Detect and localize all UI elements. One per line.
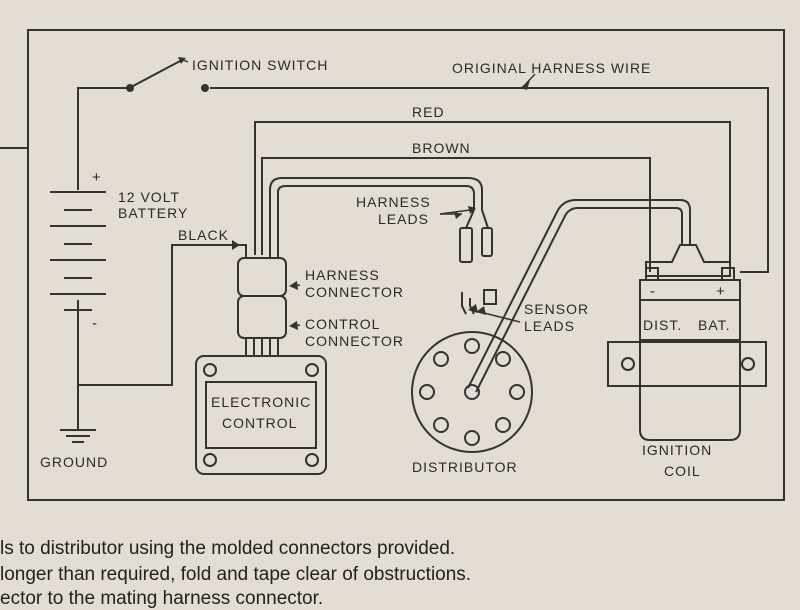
coil-wire-inner: [475, 207, 683, 393]
ignition-switch-label: IGNITION SWITCH: [192, 57, 328, 73]
leader-line: [182, 59, 189, 63]
brown-wire-label: BROWN: [412, 140, 471, 156]
red-wire-label: RED: [412, 104, 445, 120]
battery-label-line2: BATTERY: [118, 205, 188, 221]
caption-line-2: longer than required, fold and tape clea…: [0, 564, 472, 585]
battery-positive-wire: [77, 87, 128, 190]
original-harness-wire: [210, 87, 769, 273]
harness-lead-2: [481, 209, 489, 229]
arrow-icon: [178, 57, 186, 64]
leader-line: [291, 324, 301, 327]
battery-plus-symbol: +: [92, 169, 101, 186]
switch-contact: [201, 84, 209, 92]
harness-connector-label-line1: HARNESS: [305, 267, 380, 283]
ignition-coil-label-line1: IGNITION: [642, 442, 712, 458]
harness-lead-1: [465, 209, 475, 229]
harness-leads-cable: [269, 177, 483, 258]
ignition-coil-label-line2: COIL: [664, 463, 701, 479]
mounting-hole: [305, 453, 319, 467]
distributor-center: [464, 384, 480, 400]
mounting-hole: [741, 357, 755, 371]
caption-line-1: ls to distributor using the molded conne…: [0, 538, 456, 559]
control-connector-label-line2: CONNECTOR: [305, 333, 404, 349]
dist-terminal-label: DIST.: [643, 317, 682, 333]
distributor-tower: [464, 430, 480, 446]
leader-line: [521, 73, 536, 89]
harness-leads-label-line2: LEADS: [378, 211, 429, 227]
harness-connector: [237, 257, 287, 297]
diagram-border: [27, 29, 785, 501]
coil-tower: [645, 244, 731, 277]
control-connector: [237, 295, 287, 339]
battery-label-line1: 12 VOLT: [118, 189, 180, 205]
black-wire-label: BLACK: [178, 227, 229, 243]
distributor-tower: [464, 338, 480, 354]
ignition-switch-lever: [132, 59, 183, 87]
arrow-icon: [232, 240, 240, 250]
distributor-tower: [419, 384, 435, 400]
coil-terminal: [645, 267, 659, 281]
distributor-tower: [509, 384, 525, 400]
leader-line: [439, 209, 471, 215]
coil-mounting-bracket: [607, 341, 767, 387]
sensor-lead-plug: [483, 289, 497, 305]
caption-line-3: ector to the mating harness connector.: [0, 588, 324, 609]
battery-minus-symbol: -: [92, 315, 97, 332]
distributor-tower: [433, 351, 449, 367]
control-connector-label-line1: CONTROL: [305, 316, 380, 332]
distributor-tower: [433, 417, 449, 433]
coil-terminal: [721, 267, 735, 281]
electronic-control-label-line1: ELECTRONIC: [211, 394, 311, 410]
ground-label: GROUND: [40, 454, 108, 470]
electronic-control-label-line2: CONTROL: [222, 415, 297, 431]
bat-terminal-label: BAT.: [698, 317, 731, 333]
coil-wire: [467, 199, 691, 389]
harness-leads-cable-inner: [277, 185, 475, 258]
original-harness-wire-label: ORIGINAL HARNESS WIRE: [452, 60, 651, 76]
distributor-tower: [495, 351, 511, 367]
coil-plus-symbol: +: [716, 283, 725, 300]
black-wire: [78, 244, 247, 386]
coil-minus-symbol: -: [650, 283, 655, 300]
distributor-tower: [495, 417, 511, 433]
leader-line: [471, 309, 521, 323]
harness-connector-label-line2: CONNECTOR: [305, 284, 404, 300]
sensor-leads-label-line1: SENSOR: [524, 301, 589, 317]
leader-line: [291, 284, 301, 287]
brown-wire: [261, 157, 651, 272]
electronic-control-module: [195, 355, 327, 475]
electronic-control-face: [205, 381, 317, 449]
sensor-leads-label-line2: LEADS: [524, 318, 575, 334]
ignition-coil-body: [639, 279, 741, 441]
arrow-icon: [454, 212, 462, 219]
arrow-icon: [468, 206, 476, 214]
harness-lead-plug: [481, 227, 493, 257]
harness-leads-label-line1: HARNESS: [356, 194, 431, 210]
mounting-hole: [621, 357, 635, 371]
distributor-cap: [411, 331, 533, 453]
mounting-hole: [203, 453, 217, 467]
switch-contact: [126, 84, 134, 92]
connector-pins: [245, 338, 279, 356]
harness-lead-plug: [459, 227, 473, 263]
mounting-hole: [203, 363, 217, 377]
red-wire: [254, 121, 731, 272]
mounting-hole: [305, 363, 319, 377]
distributor-label: DISTRIBUTOR: [412, 459, 518, 475]
